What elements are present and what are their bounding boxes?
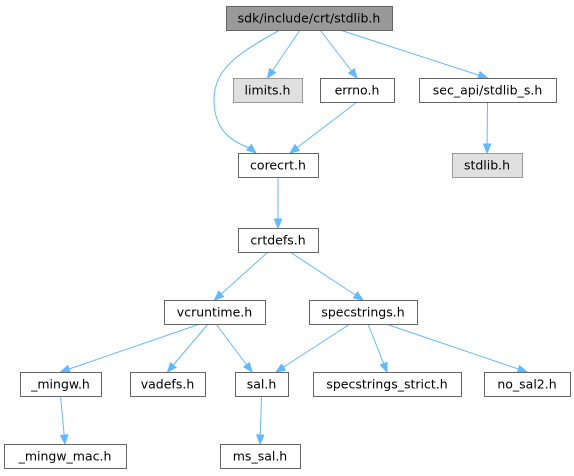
node-box: [130, 372, 206, 397]
arrow-head-icon: [516, 364, 529, 374]
node-errno-h[interactable]: errno.h: [320, 78, 395, 103]
arrow-head-icon: [273, 218, 283, 230]
node-specstrings-h[interactable]: specstrings.h: [309, 300, 418, 325]
edge-line: [339, 29, 488, 79]
node-box: [419, 78, 557, 103]
edge-vcruntime-h-to-mingw-h: [59, 323, 201, 374]
edge-stdlib-h-to-errno-h: [319, 29, 358, 80]
edge-line: [289, 251, 364, 301]
node-box: [235, 372, 289, 397]
node-ms-sal-h[interactable]: ms_sal.h: [220, 444, 301, 469]
arrow-head-icon: [379, 361, 388, 374]
edge-stdlib-h-to-limits-h: [266, 29, 301, 80]
edge-sal-h-to-ms-sal-h: [255, 395, 265, 446]
edge-line: [214, 251, 269, 301]
node-sal-h[interactable]: sal.h: [235, 372, 289, 397]
arrow-head-icon: [59, 364, 71, 374]
arrow-head-icon: [482, 143, 492, 155]
edge-specstrings-h-to-specstrings-strict-h: [367, 323, 388, 374]
edge-line: [319, 29, 358, 79]
edge-crtdefs-h-to-specstrings-h: [289, 251, 365, 301]
node-stdlib-h[interactable]: sdk/include/crt/stdlib.h: [226, 6, 393, 31]
arrow-head-icon: [245, 143, 258, 154]
node-label: crtdefs.h: [250, 233, 305, 248]
node-box: [320, 78, 395, 103]
arrow-head-icon: [477, 70, 489, 80]
edge-errno-h-to-corecrt-h: [288, 101, 358, 154]
node-vcruntime-h[interactable]: vcruntime.h: [164, 300, 266, 325]
node-label: _mingw.h: [30, 377, 90, 392]
edge-vcruntime-h-to-sal-h: [215, 323, 253, 374]
node-mingw-mac-h[interactable]: _mingw_mac.h: [4, 444, 127, 469]
arrow-head-icon: [347, 67, 358, 80]
edge-line: [267, 29, 301, 79]
node-specstrings-strict-h[interactable]: specstrings_strict.h: [313, 372, 462, 397]
node-stdlib-s-h[interactable]: sec_api/stdlib_s.h: [419, 78, 557, 103]
edge-line: [60, 323, 201, 373]
node-box: [313, 372, 462, 397]
node-box: [20, 372, 102, 397]
arrow-head-icon: [166, 361, 177, 374]
node-corecrt-h[interactable]: corecrt.h: [238, 153, 319, 178]
node-label: vadefs.h: [141, 377, 195, 392]
edge-mingw-h-to-mingw-mac-h: [59, 395, 69, 446]
node-box: [4, 444, 127, 469]
node-box: [220, 444, 301, 469]
edge-line: [385, 323, 528, 373]
node-crtdefs-h[interactable]: crtdefs.h: [238, 228, 319, 253]
node-label: specstrings.h: [321, 305, 404, 320]
edge-vcruntime-h-to-vadefs-h: [166, 323, 209, 374]
node-mingw-h[interactable]: _mingw.h: [20, 372, 102, 397]
node-limits-h[interactable]: limits.h: [233, 78, 303, 103]
node-box: [226, 6, 393, 31]
edge-line: [213, 29, 281, 149]
node-label: corecrt.h: [250, 158, 306, 173]
edge-corecrt-h-to-crtdefs-h: [273, 177, 283, 230]
arrow-head-icon: [266, 67, 277, 80]
node-label: errno.h: [335, 83, 380, 98]
edge-specstrings-h-to-no-sal2-h: [385, 323, 529, 374]
node-label: stdlib.h: [464, 158, 510, 173]
node-no-sal2-h[interactable]: no_sal2.h: [484, 372, 571, 397]
node-vadefs-h[interactable]: vadefs.h: [130, 372, 206, 397]
node-label: ms_sal.h: [233, 449, 287, 464]
arrow-head-icon: [242, 361, 253, 374]
node-label: _mingw_mac.h: [18, 449, 112, 464]
node-label: limits.h: [245, 83, 291, 98]
node-box: [452, 153, 523, 178]
arrow-head-icon: [59, 434, 69, 446]
node-box: [238, 228, 319, 253]
edge-stdlib-h-to-corecrt-h: [213, 29, 281, 154]
edge-stdlib-s-h-to-stdlib-h2: [482, 101, 492, 155]
edge-line: [289, 101, 358, 154]
arrow-head-icon: [352, 291, 365, 301]
edge-stdlib-h-to-stdlib-s-h: [339, 29, 489, 80]
node-label: no_sal2.h: [497, 377, 556, 392]
node-label: sal.h: [247, 377, 277, 392]
node-box: [233, 78, 303, 103]
edges-layer: [59, 29, 529, 446]
node-label: specstrings_strict.h: [326, 377, 447, 392]
node-stdlib-h2[interactable]: stdlib.h: [452, 153, 523, 178]
edge-line: [167, 323, 209, 373]
edge-crtdefs-h-to-vcruntime-h: [213, 251, 269, 301]
nodes-layer: sdk/include/crt/stdlib.h limits.h errno.h s…: [4, 6, 571, 469]
node-label: sdk/include/crt/stdlib.h: [238, 11, 381, 26]
edge-line: [215, 323, 253, 373]
arrow-head-icon: [274, 363, 287, 373]
node-box: [238, 153, 319, 178]
arrow-head-icon: [255, 434, 265, 446]
arrow-head-icon: [213, 290, 225, 301]
node-box: [164, 300, 266, 325]
edge-line: [275, 323, 351, 373]
edge-specstrings-h-to-sal-h: [274, 323, 351, 373]
node-label: sec_api/stdlib_s.h: [433, 83, 543, 98]
node-label: vcruntime.h: [177, 305, 252, 320]
node-box: [309, 300, 418, 325]
node-box: [484, 372, 571, 397]
arrow-head-icon: [288, 143, 301, 154]
